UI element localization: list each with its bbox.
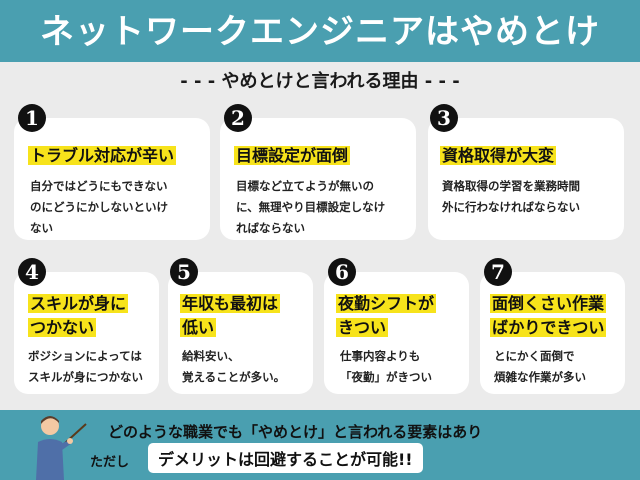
- reason-title-1: トラブル対応が辛い: [28, 146, 177, 165]
- reason-body-4: ボジションによってはスキルが身につかない: [28, 349, 143, 384]
- reason-body-3: 資格取得の学習を業務時間外に行わなければならない: [442, 179, 580, 214]
- reason-card-1: [14, 118, 210, 240]
- reason-body-1: 自分ではどうにもできないのにどうにかしないといけない: [30, 179, 168, 235]
- reason-body-7: とにかく面倒で煩雑な作業が多い: [494, 349, 586, 384]
- page-title: ネットワークエンジニアはやめとけ: [40, 12, 600, 52]
- reason-body-6: 仕事内容よりも「夜勤」がきつい: [340, 349, 432, 384]
- footer-tag: ただし: [90, 455, 130, 470]
- reason-body-2: 目標など立てようが無いのに、無理やり目標設定しなければならない: [236, 179, 386, 235]
- reason-number-5: 5: [170, 258, 198, 286]
- reason-title-2: 目標設定が面倒: [234, 146, 351, 165]
- reason-title-7: 面倒くさい作業ばかりできつい: [490, 294, 607, 337]
- reason-card-2: [220, 118, 416, 240]
- title-banner: [0, 0, 640, 62]
- reason-body-5: 給料安い、覚えることが多い。: [182, 349, 286, 384]
- footer-message: どのような職業でも「やめとけ」と言われる要素はあり: [108, 423, 483, 441]
- reason-title-5: 年収も最初は低い: [180, 294, 281, 337]
- reason-title-3: 資格取得が大変: [440, 146, 557, 165]
- section-subtitle: - - - やめとけと言われる理由 - - -: [180, 71, 460, 92]
- reason-number-2: 2: [224, 104, 252, 132]
- reason-number-3: 3: [430, 104, 458, 132]
- reason-title-4: スキルが身につかない: [28, 294, 129, 337]
- reason-number-6: 6: [328, 258, 356, 286]
- reason-number-1: 1: [18, 104, 46, 132]
- reason-title-6: 夜勤シフトがきつい: [336, 294, 437, 337]
- footer-highlight: デメリットは回避することが可能!!: [148, 443, 423, 473]
- reason-number-7: 7: [484, 258, 512, 286]
- reason-card-3: [428, 118, 624, 240]
- teacher-illustration: [36, 416, 87, 480]
- reason-number-4: 4: [18, 258, 46, 286]
